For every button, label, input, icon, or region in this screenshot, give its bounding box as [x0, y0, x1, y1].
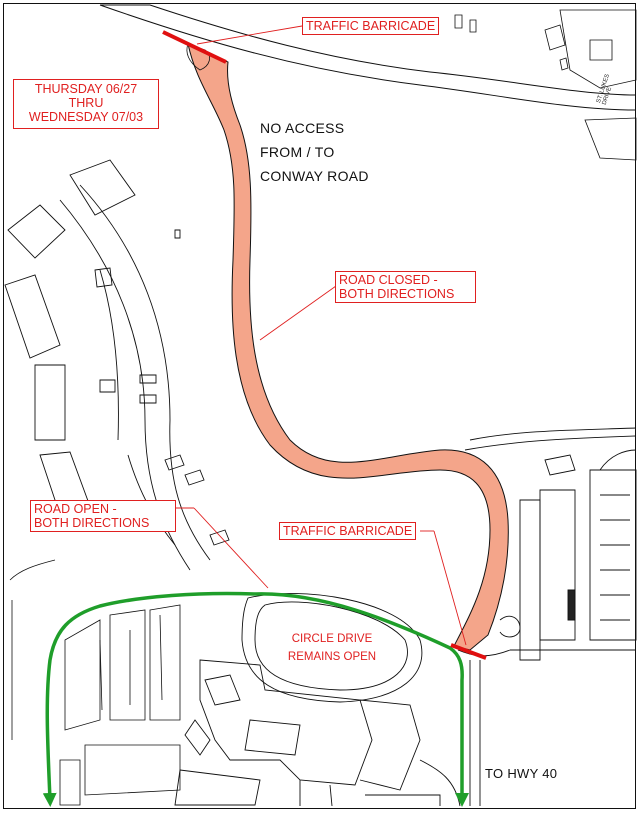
- circle-drive: [241, 593, 423, 703]
- open-route-right: [254, 592, 469, 807]
- circle-drive-line2: REMAINS OPEN: [287, 651, 377, 663]
- barricade-label-bottom-text: TRAFFIC BARRICADE: [283, 524, 413, 538]
- no-access-line2: FROM / TO: [260, 144, 335, 160]
- circle-drive-note: CIRCLE DRIVE REMAINS OPEN: [282, 630, 382, 666]
- road-open-line1: ROAD OPEN -: [34, 502, 117, 516]
- road-open-line2: BOTH DIRECTIONS: [34, 516, 150, 530]
- date-range-line2: THRU: [68, 96, 104, 110]
- date-range-line1: THURSDAY 06/27: [34, 82, 138, 96]
- bottom-left-lots: [9, 559, 181, 806]
- no-access-note: NO ACCESS FROM / TO CONWAY ROAD: [260, 116, 369, 188]
- circle-drive-line1: CIRCLE DRIVE: [291, 633, 373, 645]
- barricade-label-bottom: TRAFFIC BARRICADE: [279, 522, 417, 540]
- top-right-buildings: [454, 9, 637, 161]
- to-hwy-label: TO HWY 40: [485, 766, 558, 781]
- date-range-line3: WEDNESDAY 07/03: [28, 110, 144, 124]
- right-parking-complex: [464, 427, 637, 661]
- barricade-label-top-text: TRAFFIC BARRICADE: [306, 19, 436, 33]
- no-access-line3: CONWAY ROAD: [260, 168, 369, 184]
- barricade-label-top: TRAFFIC BARRICADE: [302, 17, 440, 35]
- road-closed-label: ROAD CLOSED - BOTH DIRECTIONS: [335, 271, 476, 303]
- date-range-box: THURSDAY 06/27 THRU WEDNESDAY 07/03: [13, 79, 159, 129]
- road-closed-line2: BOTH DIRECTIONS: [339, 287, 455, 301]
- traffic-barricade-top: [162, 30, 227, 64]
- no-access-line1: NO ACCESS: [260, 120, 345, 136]
- road-open-label: ROAD OPEN - BOTH DIRECTIONS: [30, 500, 176, 532]
- conway-road: [99, 4, 637, 111]
- leader-lines: [176, 25, 467, 646]
- right-connector-roads: [457, 649, 511, 806]
- traffic-barricade-bottom: [450, 643, 487, 660]
- central-building: [174, 659, 461, 807]
- open-route-left: [42, 591, 256, 807]
- road-closed-line1: ROAD CLOSED -: [339, 273, 438, 287]
